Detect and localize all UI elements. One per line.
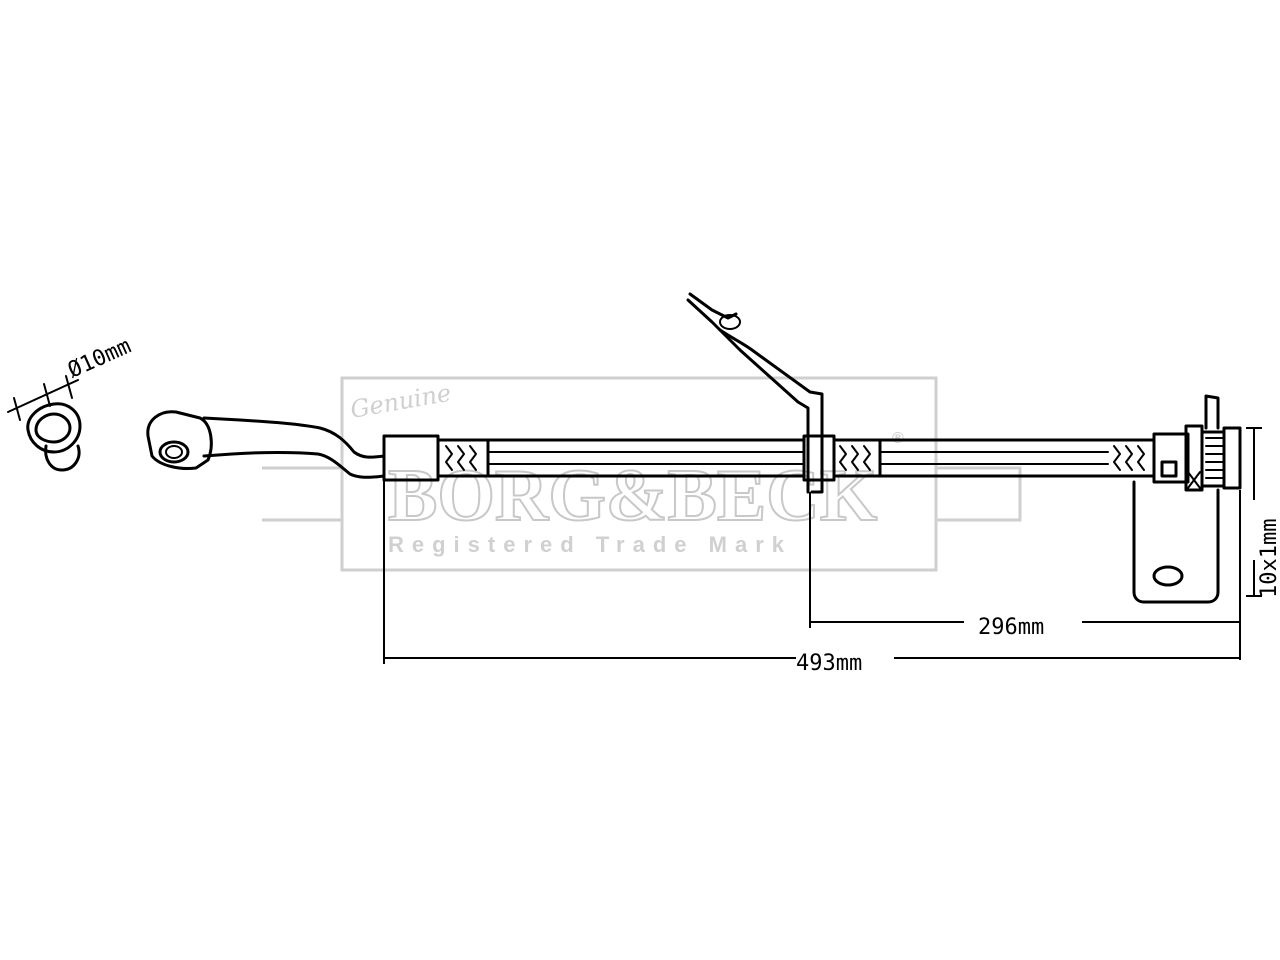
bracket-hole (719, 314, 741, 330)
hose-run-right-inner (879, 451, 1109, 465)
end-fitting-detail: Ø10mm (7, 334, 135, 472)
flex-hose (382, 434, 1156, 482)
hose-run-left (486, 438, 806, 478)
watermark-subtitle: Registered Trade Mark (388, 532, 792, 557)
dimension-lines: 10x1mm 296mm 493mm (383, 427, 1280, 676)
ferrule-left (382, 434, 440, 482)
banjo-hole-inner (165, 445, 183, 459)
overall-length-line (383, 480, 1240, 664)
overall-length-label: 493mm (796, 651, 862, 676)
bracket-plate-hole (1152, 565, 1184, 587)
banjo-end (146, 410, 386, 479)
diameter-ticks (13, 375, 73, 421)
fitting-ring (26, 402, 82, 454)
banjo-hole (158, 440, 190, 464)
pipe-upper (202, 416, 386, 459)
fitting-loop (44, 444, 81, 472)
hex-nut (1152, 432, 1190, 484)
thread-dimension-line (1246, 427, 1262, 597)
pipe-lower (202, 451, 386, 479)
crimp-left-pattern (445, 445, 477, 471)
hose-run-right (878, 438, 1110, 478)
banjo-body (146, 410, 213, 470)
bracket-to-end-label: 296mm (978, 615, 1044, 640)
fitting-ring-inner (34, 412, 72, 444)
diameter-label: Ø10mm (64, 334, 135, 384)
end-fitting-right (1132, 394, 1242, 604)
crimp-middle-pattern (839, 445, 871, 471)
mid-bracket (686, 292, 824, 494)
crimp-right-pattern (1113, 445, 1145, 471)
watermark-brand: BORG&BECK (388, 455, 877, 537)
thread-tip (1222, 426, 1242, 490)
diameter-leader (7, 379, 79, 413)
thread-label: 10x1mm (1257, 519, 1280, 598)
bracket-to-end-line (809, 490, 1241, 660)
crimp-right (1106, 438, 1156, 478)
crimp-left (436, 438, 490, 478)
clip-top (1204, 394, 1220, 430)
watermark-side-bars (262, 466, 1022, 522)
hose-run-left-inner (487, 451, 805, 465)
bracket-plate (1132, 480, 1220, 604)
ferrule-middle (802, 434, 836, 482)
watermark: Genuine BORG&BECK ® Registered Trade Mar… (262, 376, 1022, 572)
bracket-arm-lower (718, 328, 810, 494)
watermark-frame (340, 376, 938, 572)
watermark-script: Genuine (348, 379, 453, 424)
crimp-middle (832, 438, 882, 478)
hex-nut-flat (1160, 460, 1178, 478)
thread-lines (1205, 437, 1223, 479)
clip-cross (1187, 471, 1201, 489)
